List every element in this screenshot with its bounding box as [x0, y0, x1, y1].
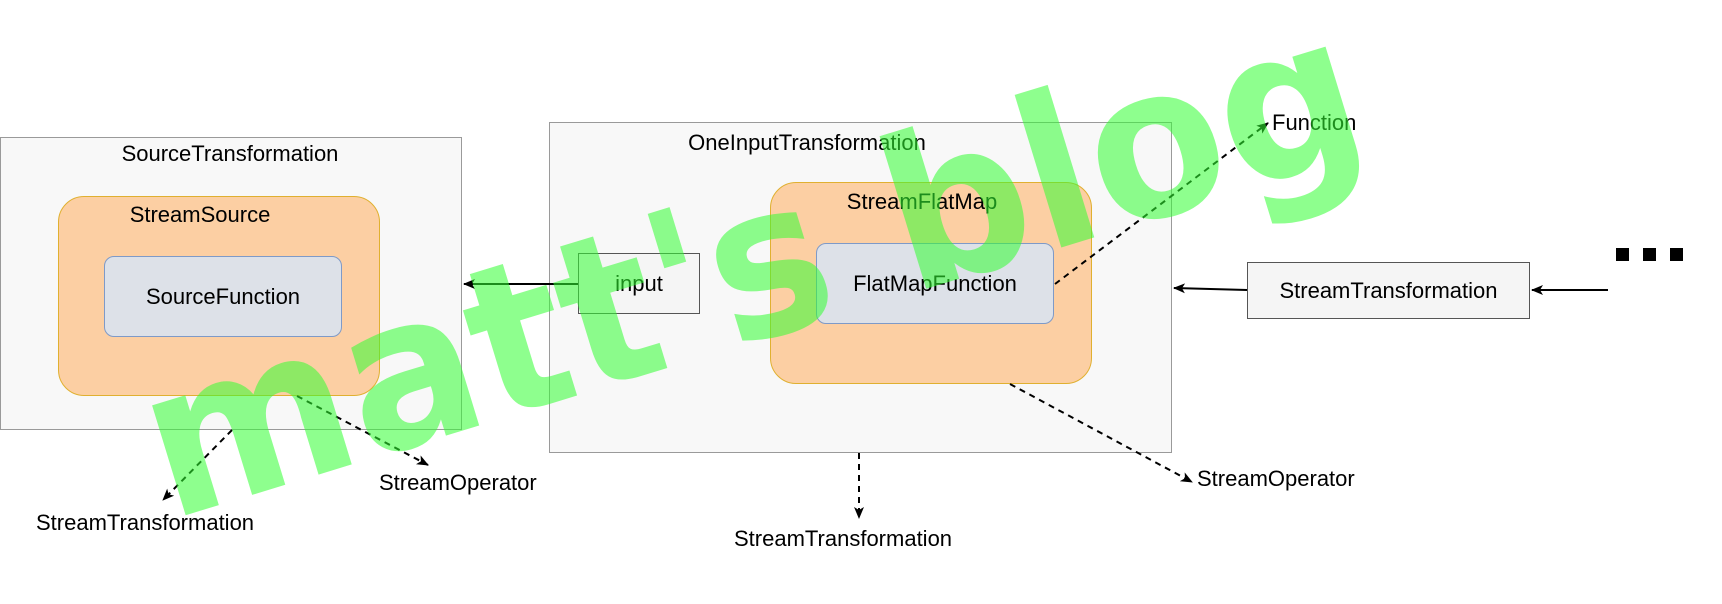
one-input-parent-label: StreamTransformation: [734, 526, 953, 551]
upstream-stream-transformation-label: StreamTransformation: [1279, 277, 1498, 303]
flatmap-function-box: FlatMapFunction: [816, 243, 1054, 324]
source-operator-parent-label: StreamOperator: [379, 470, 537, 495]
flatmap-function-label: FlatMapFunction: [853, 270, 1017, 296]
source-function-label: SourceFunction: [145, 283, 301, 309]
input-label: input: [615, 270, 663, 296]
input-box: input: [578, 253, 700, 314]
upstream-to-one-input-arrow: [1173, 283, 1248, 294]
stream-flatmap-label: StreamFlatMap: [846, 189, 998, 214]
source-function-box: SourceFunction: [104, 256, 342, 337]
flatmap-operator-parent-label: StreamOperator: [1197, 466, 1355, 491]
upstream-stream-transformation-box: StreamTransformation: [1247, 262, 1530, 319]
ellipsis-icon: [1616, 248, 1683, 261]
one-input-transformation-title: OneInputTransformation: [688, 130, 926, 155]
stream-source-label: StreamSource: [129, 202, 271, 227]
source-transformation-title: SourceTransformation: [121, 141, 339, 166]
source-to-parent-arrow: [162, 429, 233, 501]
source-parent-label: StreamTransformation: [36, 510, 255, 535]
function-parent-label: Function: [1272, 110, 1357, 135]
